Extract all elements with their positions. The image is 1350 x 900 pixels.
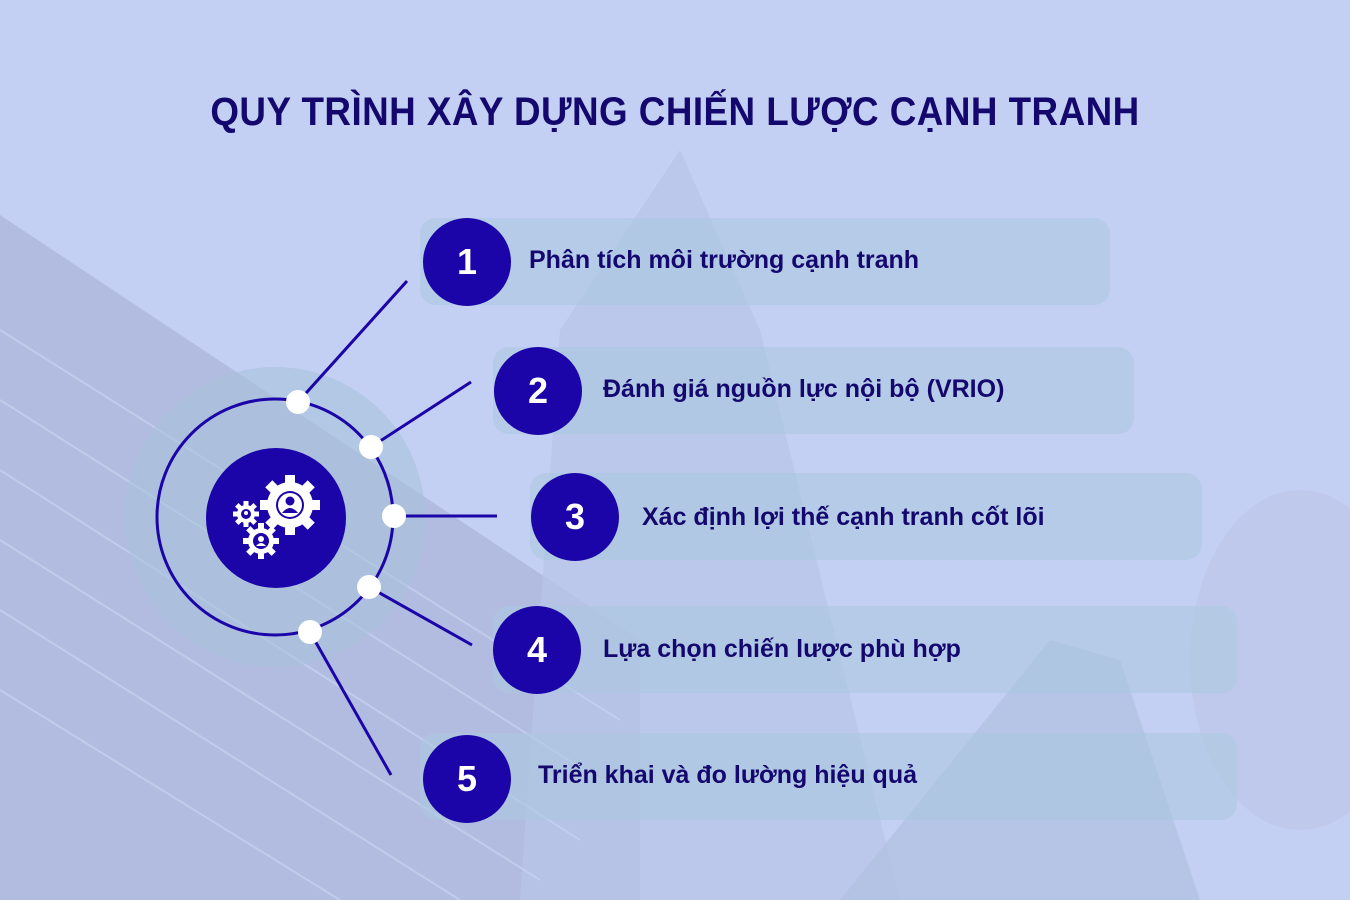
step-box-4 — [493, 606, 1237, 693]
step-number-text: 4 — [526, 629, 548, 670]
step-label-4: Lựa chọn chiến lược phù hợp — [603, 635, 961, 663]
step-label-3: Xác định lợi thế cạnh tranh cốt lõi — [642, 503, 1045, 531]
page-title: QUY TRÌNH XÂY DỰNG CHIẾN LƯỢC CẠNH TRANH — [210, 90, 1140, 134]
step-label-2: Đánh giá nguồn lực nội bộ (VRIO) — [603, 375, 1005, 403]
step-label-5: Triển khai và đo lường hiệu quả — [538, 761, 917, 789]
step-box-1 — [420, 218, 1110, 305]
connector-lines — [296, 279, 497, 776]
step-number-text: 2 — [527, 370, 549, 411]
step-number-text: 3 — [564, 496, 586, 537]
step-box-5 — [420, 733, 1237, 820]
step-box-3 — [530, 473, 1202, 560]
step-number-2: 2 — [494, 347, 582, 435]
step-label-1: Phân tích môi trường cạnh tranh — [529, 246, 920, 274]
step-number-text: 5 — [456, 758, 478, 799]
ring-nodes — [286, 390, 406, 644]
step-number-4: 4 — [493, 606, 581, 694]
step-box-2 — [493, 347, 1134, 434]
step-number-5: 5 — [423, 735, 511, 823]
step-number-1: 1 — [423, 218, 511, 306]
step-number-text: 1 — [456, 241, 478, 282]
gears-people-icon — [233, 475, 320, 559]
step-number-3: 3 — [531, 473, 619, 561]
